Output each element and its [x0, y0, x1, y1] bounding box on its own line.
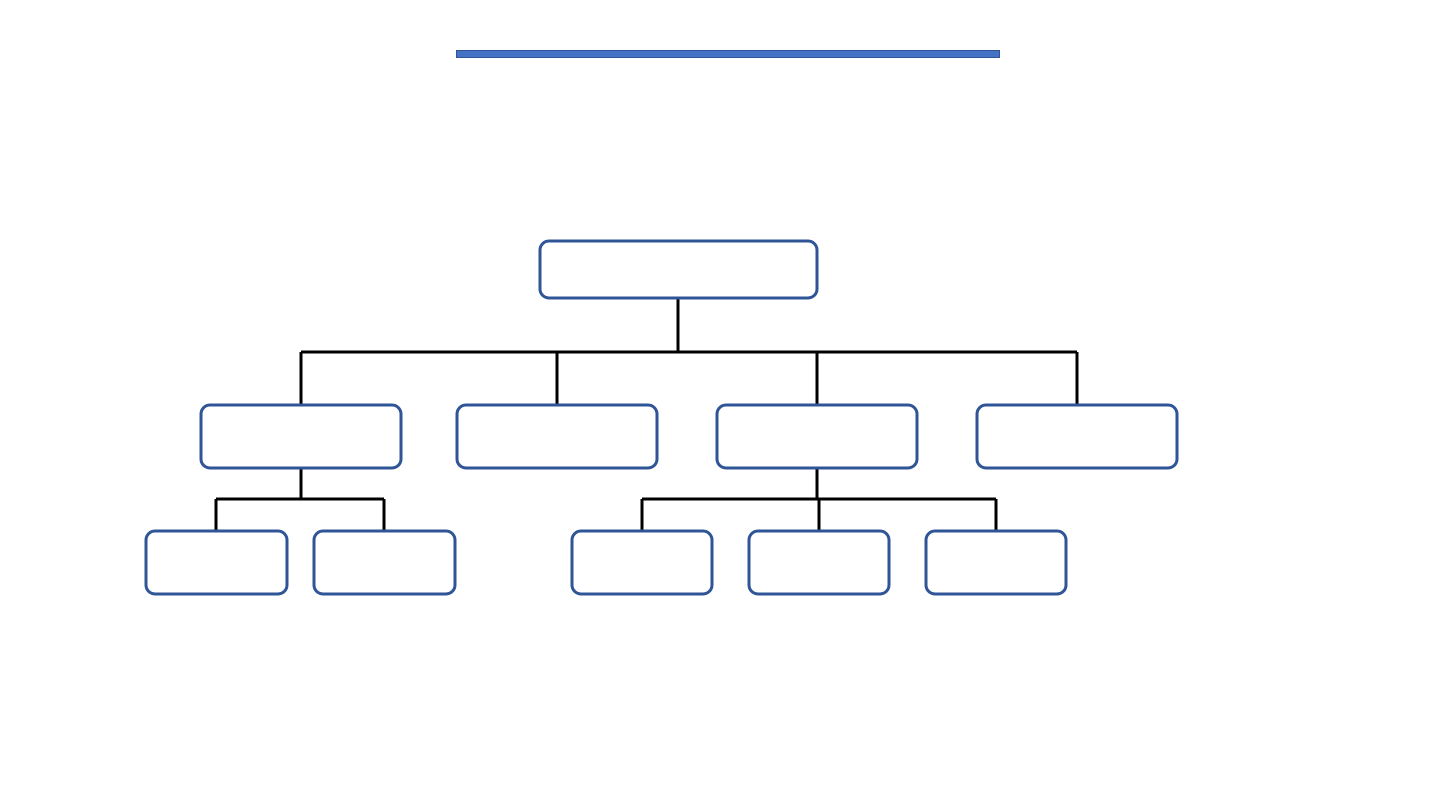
org-node-level1-c[interactable]: [715, 403, 919, 470]
org-node-level1-d[interactable]: [975, 403, 1179, 470]
connector-lines: [214, 298, 1079, 531]
org-node-level2-c1[interactable]: [570, 529, 714, 596]
org-node-level2-a1[interactable]: [144, 529, 289, 596]
org-node-level1-b[interactable]: [455, 403, 659, 470]
org-node-level1-a[interactable]: [199, 403, 403, 470]
org-node-level2-a2[interactable]: [312, 529, 457, 596]
org-node-root[interactable]: [538, 239, 819, 300]
org-node-level2-c3[interactable]: [924, 529, 1068, 596]
org-nodes: [144, 239, 1179, 596]
title-placeholder-bar: [456, 50, 1000, 58]
org-node-level2-c2[interactable]: [747, 529, 891, 596]
